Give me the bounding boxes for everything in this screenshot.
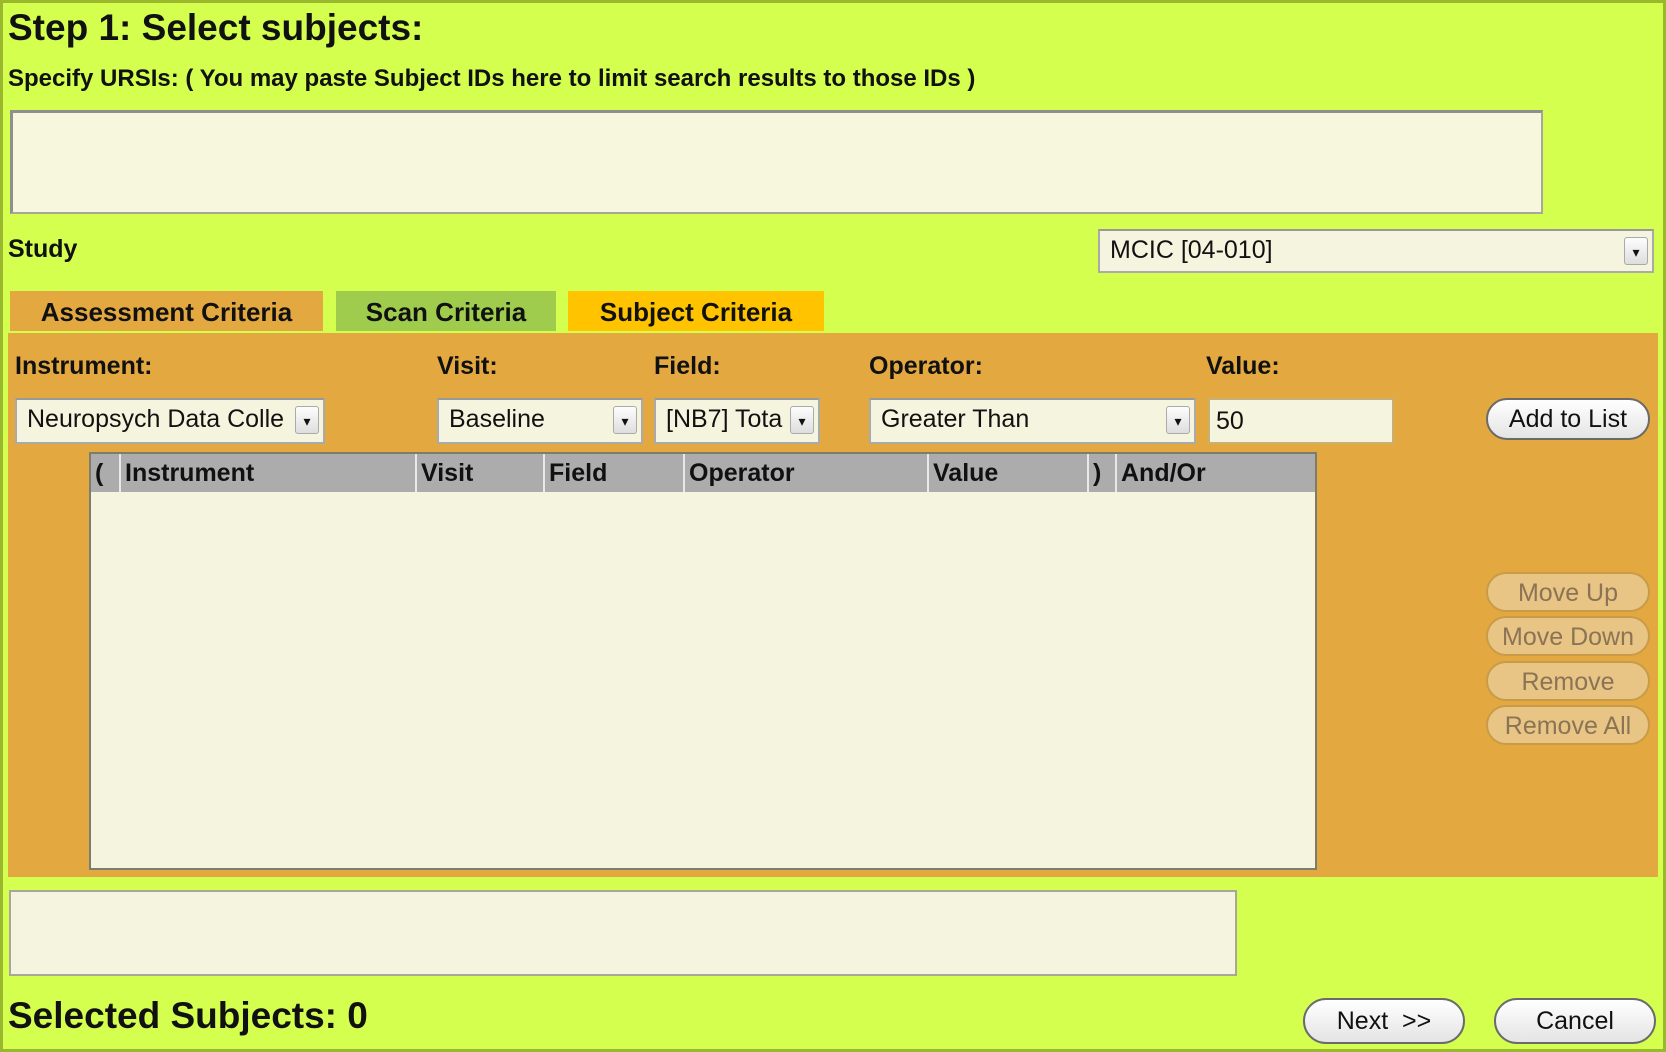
- chevron-down-icon: ▾: [1624, 237, 1648, 265]
- chevron-down-icon: ▾: [790, 406, 814, 434]
- study-select[interactable]: MCIC [04-010] ▾: [1098, 229, 1654, 273]
- operator-select[interactable]: Greater Than ▾: [869, 398, 1196, 444]
- instrument-select-value: Neuropsych Data Colle: [27, 405, 285, 433]
- instrument-select[interactable]: Neuropsych Data Colle ▾: [15, 398, 325, 444]
- status-box: [9, 890, 1237, 976]
- value-input[interactable]: [1208, 398, 1394, 444]
- field-select[interactable]: [NB7] Tota ▾: [654, 398, 820, 444]
- selected-subjects-count: Selected Subjects: 0: [8, 995, 368, 1036]
- col-operator: Operator: [685, 454, 929, 492]
- operator-label: Operator:: [869, 352, 983, 380]
- add-to-list-button[interactable]: Add to List: [1486, 398, 1650, 440]
- page-title: Step 1: Select subjects:: [8, 7, 424, 48]
- col-close-paren: ): [1089, 454, 1117, 492]
- study-select-value: MCIC [04-010]: [1110, 236, 1273, 264]
- next-button[interactable]: Next >>: [1303, 998, 1465, 1044]
- ursi-label: Specify URSIs: ( You may paste Subject I…: [8, 65, 976, 92]
- tab-subject-criteria[interactable]: Subject Criteria: [568, 291, 824, 331]
- criteria-table: ( Instrument Visit Field Operator Value …: [89, 452, 1317, 870]
- chevron-down-icon: ▾: [1166, 406, 1190, 434]
- tab-scan-criteria[interactable]: Scan Criteria: [336, 291, 556, 331]
- col-instrument: Instrument: [121, 454, 417, 492]
- field-select-value: [NB7] Tota: [666, 405, 783, 433]
- col-and-or: And/Or: [1121, 459, 1206, 487]
- instrument-label: Instrument:: [15, 352, 153, 380]
- move-down-button[interactable]: Move Down: [1486, 616, 1650, 656]
- tab-assessment-criteria[interactable]: Assessment Criteria: [10, 291, 323, 331]
- visit-label: Visit:: [437, 352, 498, 380]
- col-visit: Visit: [417, 454, 545, 492]
- value-label: Value:: [1206, 352, 1280, 380]
- table-header: ( Instrument Visit Field Operator Value …: [91, 454, 1315, 492]
- chevron-down-icon: ▾: [295, 406, 319, 434]
- field-label: Field:: [654, 352, 721, 380]
- remove-button[interactable]: Remove: [1486, 661, 1650, 701]
- move-up-button[interactable]: Move Up: [1486, 572, 1650, 612]
- visit-select-value: Baseline: [449, 405, 545, 433]
- study-label: Study: [8, 235, 78, 263]
- cancel-button[interactable]: Cancel: [1494, 998, 1656, 1044]
- col-open-paren: (: [91, 454, 121, 492]
- ursi-input[interactable]: [10, 110, 1543, 214]
- visit-select[interactable]: Baseline ▾: [437, 398, 643, 444]
- chevron-down-icon: ▾: [613, 406, 637, 434]
- col-field: Field: [545, 454, 685, 492]
- col-value: Value: [929, 454, 1089, 492]
- remove-all-button[interactable]: Remove All: [1486, 705, 1650, 745]
- operator-select-value: Greater Than: [881, 405, 1030, 433]
